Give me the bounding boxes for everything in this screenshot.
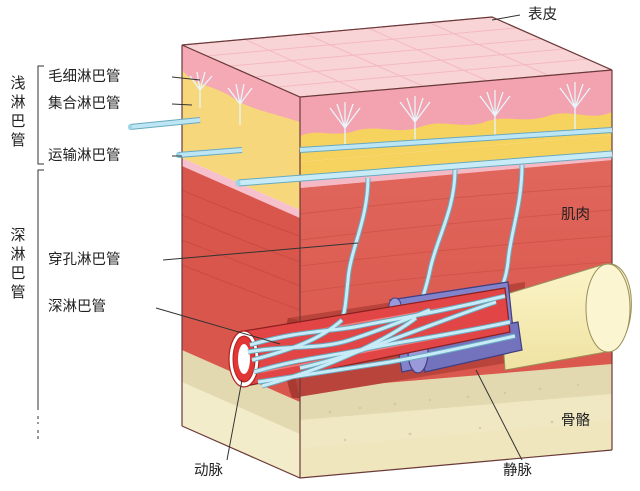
label-muscle: 肌肉: [561, 207, 590, 223]
label-collecting-lymph: 集合淋巴管: [48, 96, 121, 112]
label-artery: 动脉: [194, 463, 223, 479]
label-bone: 骨骼: [561, 413, 590, 429]
box-outline: [181, 16, 613, 479]
deep-lymph-vessels: [247, 293, 516, 389]
vessel-sheath: [499, 263, 632, 371]
superficial-lymph-vessels: [128, 117, 613, 187]
group-label-deep: 深淋巴管: [10, 226, 26, 301]
left-face-layers: [181, 45, 301, 478]
bracket-superficial: [37, 65, 44, 165]
label-vein: 静脉: [503, 463, 532, 479]
label-perforating-lymph: 穿孔淋巴管: [48, 252, 121, 268]
label-capillary-lymph: 毛细淋巴管: [48, 69, 121, 85]
group-label-superficial: 浅淋巴管: [10, 74, 26, 149]
label-epidermis: 表皮: [528, 7, 557, 23]
label-transport-lymph: 运输淋巴管: [48, 148, 121, 164]
right-face-layers: [299, 70, 613, 478]
label-deep-lymph-vessel: 深淋巴管: [48, 299, 106, 315]
leader-lines: [155, 14, 523, 461]
capillary-network: [189, 71, 591, 150]
bracket-deep: [37, 169, 44, 440]
